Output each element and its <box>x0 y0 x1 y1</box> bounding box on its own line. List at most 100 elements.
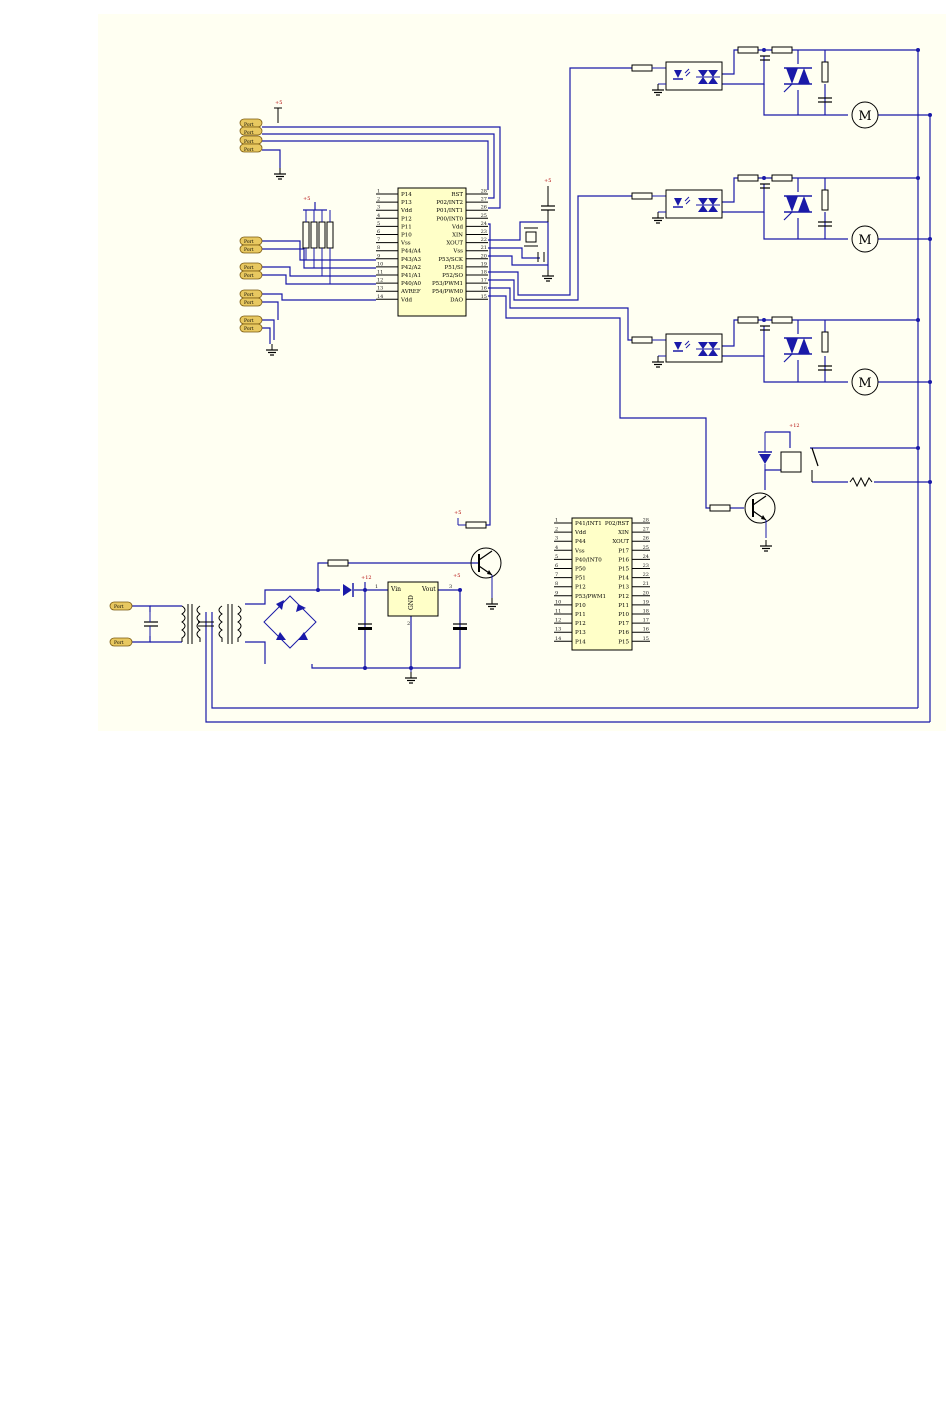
vcc-label: +12 <box>361 575 372 581</box>
pin-name: Vss <box>452 249 463 255</box>
pin-name: P53/PWM1 <box>432 281 463 287</box>
zero-cross-detector: +5 <box>327 510 502 610</box>
pin-number: 11 <box>377 270 383 276</box>
flyback-diode-icon <box>759 454 771 464</box>
pin-name: P13 <box>618 585 629 591</box>
regulator-pin-number: 1 <box>375 584 378 590</box>
pin-number: 4 <box>377 213 380 219</box>
pin-number: 26 <box>481 205 487 211</box>
pin-name: P54/PWM0 <box>432 289 464 295</box>
pin-number: 22 <box>643 572 649 578</box>
optocoupler-icon <box>665 189 723 219</box>
pin-name: P51 <box>575 576 586 582</box>
optocoupler-icon <box>665 61 723 91</box>
regulator-gnd-label: GND <box>408 595 415 610</box>
pin-name: P10 <box>618 612 629 618</box>
pin-name: P41/A1 <box>401 273 421 279</box>
schematic-background <box>98 14 946 731</box>
pin-number: 7 <box>377 237 380 243</box>
motor-label: M <box>858 109 871 124</box>
pin-name: P44/A4 <box>401 249 422 255</box>
pin-name: Vdd <box>451 224 463 230</box>
port-label: Port <box>244 273 254 279</box>
relay-channel: +12 <box>709 423 873 552</box>
pin-number: 1 <box>555 518 558 524</box>
pin-number: 15 <box>481 294 487 300</box>
pin-number: 27 <box>643 527 649 533</box>
crystal-icon <box>525 231 537 243</box>
pin-name: P12 <box>575 621 586 627</box>
pin-number: 7 <box>555 572 558 578</box>
port-label: Port <box>244 147 254 153</box>
pin-number: 18 <box>481 270 487 276</box>
pullup-resistor-array: +5 <box>302 196 334 284</box>
pin-name: P13 <box>575 630 586 636</box>
pin-name: RST <box>451 192 463 198</box>
pin-name: P14 <box>575 639 586 645</box>
port-label: Port <box>244 265 254 271</box>
pin-name: P16 <box>618 630 629 636</box>
pin-name: AVREF <box>400 289 421 295</box>
pin-name: P16 <box>618 557 629 563</box>
pin-name: DAO <box>450 297 463 303</box>
port-label: Port <box>244 326 254 332</box>
pin-number: 9 <box>377 253 380 259</box>
pin-name: P17 <box>618 621 629 627</box>
regulator-pin-number: 3 <box>449 584 452 590</box>
port-label: Port <box>244 239 254 245</box>
pin-name: P02/RST <box>605 521 629 527</box>
pin-number: 18 <box>643 609 649 615</box>
pin-number: 21 <box>643 581 649 587</box>
bridge-rectifier-icon <box>263 595 317 649</box>
vcc-label: +5 <box>454 510 461 516</box>
regulator-out-label: Vout <box>421 586 436 593</box>
pin-name: P10 <box>575 603 586 609</box>
pin-name: P53/SCK <box>438 257 464 263</box>
pin-number: 26 <box>643 536 649 542</box>
pin-number: 15 <box>643 636 649 642</box>
pin-number: 22 <box>481 237 487 243</box>
pin-name: P02/INT2 <box>436 200 463 206</box>
pin-name: XOUT <box>612 539 629 545</box>
port-label: Port <box>114 640 124 646</box>
pin-name: P40/A0 <box>401 281 422 287</box>
pin-number: 27 <box>481 197 487 203</box>
pin-number: 23 <box>643 563 649 569</box>
pin-name: P51/SI <box>445 265 464 271</box>
pin-number: 12 <box>377 278 383 284</box>
pin-name: P43/A3 <box>401 257 422 263</box>
motor-channel-2: M <box>631 174 879 253</box>
pin-name: P12 <box>618 594 629 600</box>
header-top-group: Port Port Port Port +5 <box>239 100 287 180</box>
optocoupler-icon <box>665 333 723 363</box>
crystal-oscillator: +5 <box>524 178 555 282</box>
pin-number: 8 <box>377 245 380 251</box>
pin-number: 3 <box>555 536 558 542</box>
pin-number: 20 <box>481 253 487 259</box>
pin-number: 5 <box>377 221 380 227</box>
pin-name: P41/INT1 <box>575 521 602 527</box>
port-label: Port <box>244 122 254 128</box>
junction-dots <box>316 48 932 670</box>
pin-number: 17 <box>481 278 487 284</box>
motor-channel-1: M <box>631 46 879 129</box>
vcc-label: +5 <box>275 100 282 106</box>
pin-number: 19 <box>643 599 649 605</box>
pin-name: P01/INT1 <box>436 208 463 214</box>
pin-number: 10 <box>377 261 383 267</box>
pin-number: 16 <box>643 627 649 633</box>
vcc-label: +12 <box>789 423 800 429</box>
motor-label: M <box>858 376 871 391</box>
pin-name: P12 <box>575 585 586 591</box>
port-label: Port <box>244 247 254 253</box>
pin-name: P12 <box>401 216 412 222</box>
pin-name: P50 <box>575 567 586 573</box>
pin-number: 24 <box>643 554 649 560</box>
pin-name: Vdd <box>400 297 412 303</box>
motor-channel-3: M <box>631 316 879 396</box>
pin-name: XIN <box>618 530 629 536</box>
pin-name: Vdd <box>574 530 586 536</box>
pin-number: 11 <box>555 609 561 615</box>
pin-name: P11 <box>618 603 629 609</box>
pin-name: Vss <box>400 241 411 247</box>
